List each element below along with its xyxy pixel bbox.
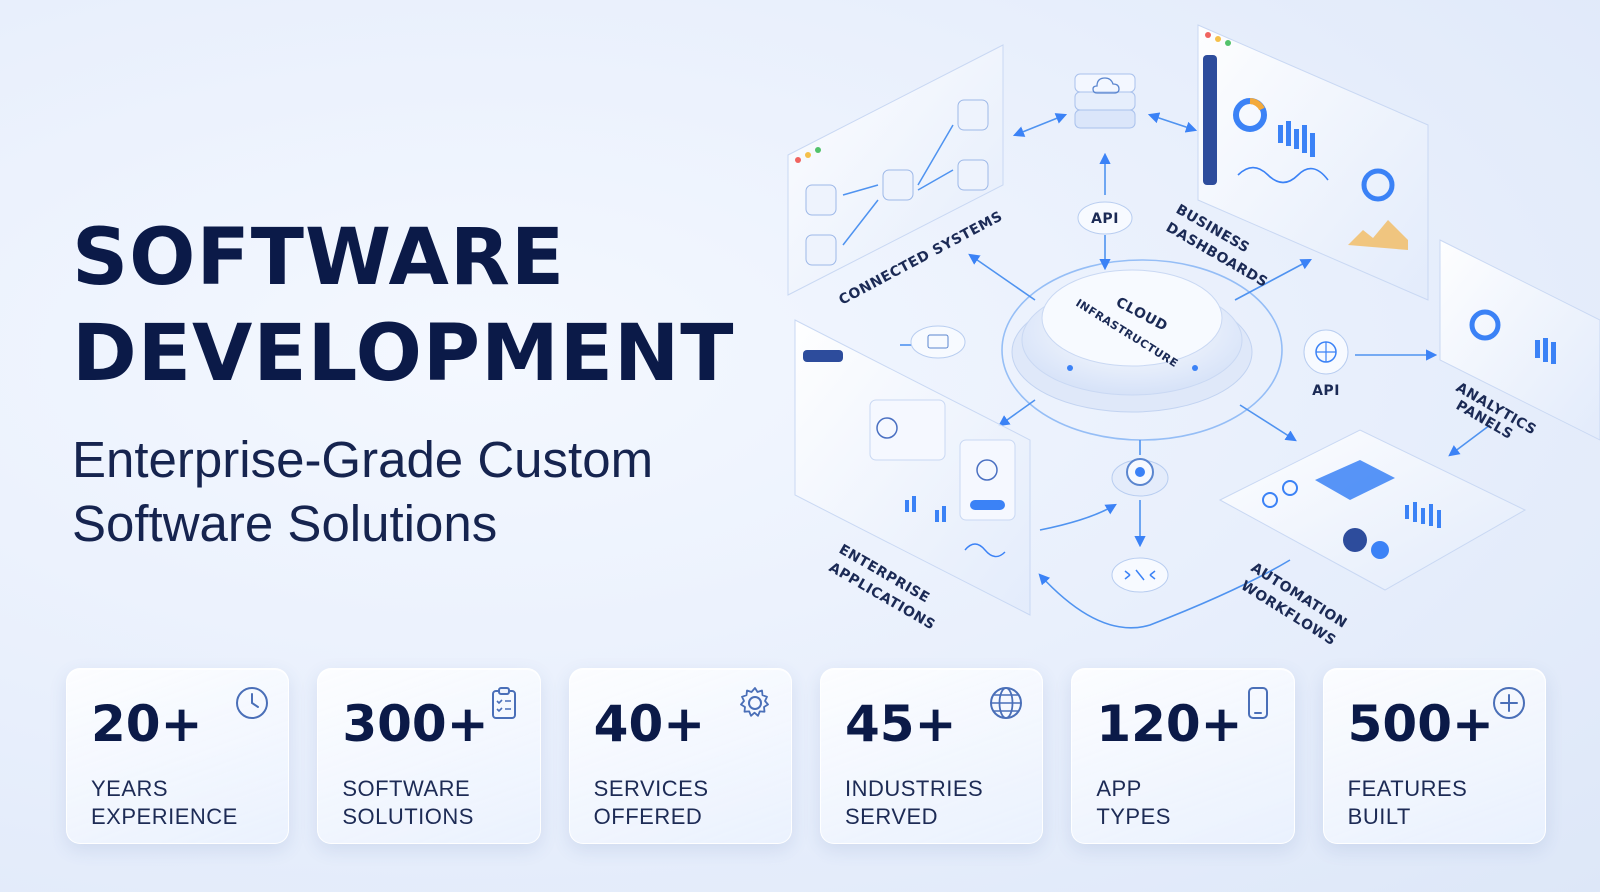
stat-value: 120+: [1096, 695, 1243, 753]
stat-label: YEARS EXPERIENCE: [91, 776, 238, 829]
architecture-diagram: API BUSINESS DASHBOARDS CONNECTED SYSTEM…: [787, 24, 1600, 649]
stat-value: 40+: [593, 695, 706, 753]
business-dashboards-panel: [1197, 24, 1429, 301]
stat-card-features: 500+ FEATURES BUILT: [1322, 668, 1546, 844]
hero: SOFTWARE DEVELOPMENT Enterprise-Grade Cu…: [72, 210, 792, 556]
stat-label: SOFTWARE SOLUTIONS: [342, 776, 474, 829]
connection-lines: [900, 112, 1491, 629]
stat-label: APP TYPES: [1096, 776, 1171, 829]
globe-icon: [988, 685, 1024, 721]
enterprise-apps-panel: [794, 319, 1031, 616]
stat-card-solutions: 300+ SOFTWARE SOLUTIONS: [317, 668, 541, 844]
connected-systems-panel: [787, 44, 1004, 296]
stats-row: 20+ YEARS EXPERIENCE 300+ SOFTWARE SOLUT…: [66, 668, 1546, 848]
gear-icon: [737, 685, 773, 721]
stat-card-services: 40+ SERVICES OFFERED: [568, 668, 792, 844]
clock-icon: [234, 685, 270, 721]
clipboard-icon: [486, 685, 522, 721]
hero-subtitle-line1: Enterprise-Grade Custom: [72, 431, 654, 488]
stat-value: 45+: [844, 695, 957, 753]
hero-subtitle: Enterprise-Grade Custom Software Solutio…: [72, 428, 792, 556]
stat-label: FEATURES BUILT: [1347, 776, 1468, 829]
stat-value: 20+: [91, 695, 203, 753]
cloud-infrastructure-disc: [1011, 269, 1253, 413]
api-right-badge: API: [1303, 329, 1349, 399]
phone-icon: [1240, 685, 1276, 721]
code-badge: [1111, 557, 1169, 593]
stat-card-industries: 45+ INDUSTRIES SERVED: [819, 668, 1044, 844]
gear-node: [1111, 458, 1169, 497]
stat-value: 500+: [1347, 695, 1494, 753]
cloud-server-stack: [1074, 73, 1136, 129]
api-top-label: API: [1091, 211, 1119, 227]
analytics-panel: [1439, 239, 1600, 441]
api-top-badge: API: [1077, 201, 1133, 235]
stat-label: INDUSTRIES SERVED: [844, 776, 984, 829]
image-badge: [910, 325, 966, 359]
stat-label: SERVICES OFFERED: [593, 776, 709, 829]
stat-card-years: 20+ YEARS EXPERIENCE: [66, 668, 290, 844]
stat-value: 300+: [342, 695, 489, 753]
hero-title: SOFTWARE DEVELOPMENT: [72, 210, 792, 402]
hero-subtitle-line2: Software Solutions: [72, 495, 498, 552]
plus-circle-icon: [1491, 685, 1527, 721]
hero-title-line1: SOFTWARE: [72, 213, 566, 303]
stat-card-app-types: 120+ APP TYPES: [1071, 668, 1295, 844]
api-right-label: API: [1312, 383, 1340, 399]
automation-panel: [1218, 429, 1527, 591]
hero-title-line2: DEVELOPMENT: [72, 309, 735, 399]
